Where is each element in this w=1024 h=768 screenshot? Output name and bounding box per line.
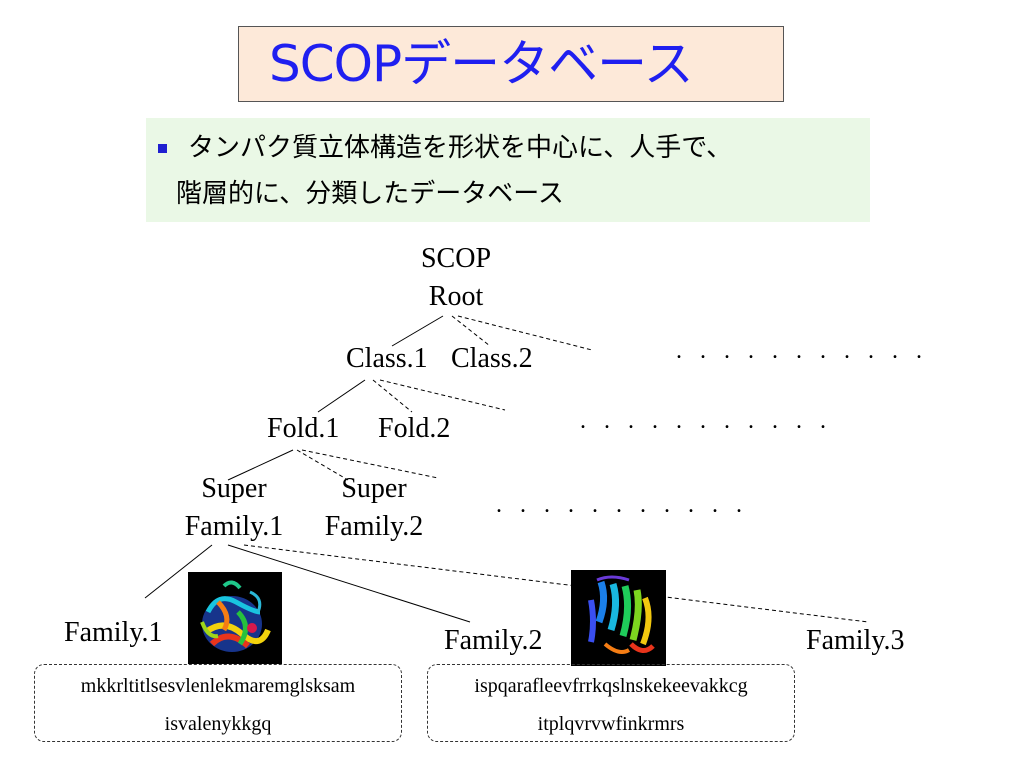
- edge-class1-fold1: [317, 379, 366, 413]
- edge-root-class2: [451, 315, 491, 347]
- edge-fold1-superfamily1: [227, 449, 294, 481]
- edge-superfamily1-family1: [144, 544, 213, 599]
- edge-root-class1: [391, 315, 444, 347]
- sequence-family-1-line-2: isvalenykkgq: [164, 713, 272, 735]
- node-superfamily-1-line-1: Super: [201, 473, 267, 504]
- description-box: タンパク質立体構造を形状を中心に、人手で、 階層的に、分類したデータベース: [146, 118, 870, 222]
- protein-structure-alpha-beta-icon: [188, 572, 282, 664]
- ellipsis-classes: . . . . . . . . . . .: [676, 338, 928, 364]
- node-root-line-1: SCOP: [420, 243, 492, 274]
- edge-fold1-superfamily2: [296, 449, 349, 481]
- sequence-family-1-line-1: mkkrltitlsesvlenlekmaremglsksam: [80, 675, 356, 697]
- node-family-3: Family.3: [806, 625, 905, 656]
- node-superfamily-1-line-2: Family.1: [184, 511, 284, 542]
- node-superfamily-2-line-2: Family.2: [324, 511, 424, 542]
- edge-fold1-more: [301, 449, 439, 479]
- node-root-line-2: Root: [428, 281, 484, 312]
- edge-superfamily1-family3: [243, 544, 869, 623]
- node-superfamily-2-line-1: Super: [341, 473, 407, 504]
- node-class-2: Class.2: [451, 343, 533, 374]
- edge-class1-more: [379, 379, 506, 411]
- ellipsis-folds: . . . . . . . . . . .: [580, 408, 832, 434]
- sequence-family-2-line-2: itplqvrvwfinkrmrs: [537, 713, 685, 735]
- ellipsis-superfamilies: . . . . . . . . . . .: [496, 492, 748, 518]
- node-superfamily-2: Super Family.2: [304, 470, 444, 546]
- node-family-2: Family.2: [444, 625, 543, 656]
- node-superfamily-1: Super Family.1: [164, 470, 304, 546]
- edge-class1-fold2: [372, 379, 413, 413]
- protein-structure-beta-sheet-icon: [571, 570, 666, 666]
- node-scop-root: SCOP Root: [388, 240, 524, 316]
- description-line-1: タンパク質立体構造を形状を中心に、人手で、: [188, 133, 733, 163]
- node-fold-1: Fold.1: [267, 413, 340, 444]
- title-box: SCOPデータベース: [238, 26, 784, 102]
- description-line-2: 階層的に、分類したデータベース: [176, 179, 564, 209]
- sequence-box-family-1: mkkrltitlsesvlenlekmaremglsksam isvaleny…: [34, 664, 402, 742]
- node-class-1: Class.1: [346, 343, 428, 374]
- page-title: SCOPデータベース: [269, 35, 694, 93]
- sequence-box-family-2: ispqarafleevfrrkqslnskekeevakkcg itplqvr…: [427, 664, 795, 742]
- bullet-icon: [158, 144, 167, 153]
- edge-root-more: [457, 315, 593, 351]
- node-family-1: Family.1: [64, 617, 163, 648]
- node-fold-2: Fold.2: [378, 413, 451, 444]
- sequence-family-2-line-1: ispqarafleevfrrkqslnskekeevakkcg: [474, 675, 748, 697]
- edge-superfamily1-family2: [227, 544, 471, 623]
